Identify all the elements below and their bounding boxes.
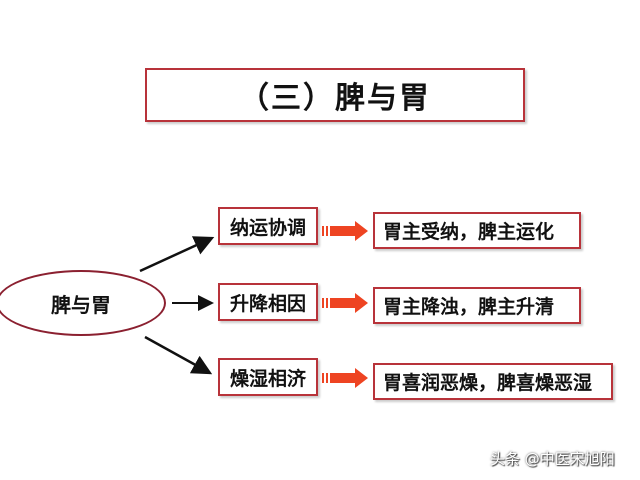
row-2-label: 升降相因 xyxy=(218,283,318,321)
row-3-detail: 胃喜润恶燥，脾喜燥恶湿 xyxy=(373,363,613,400)
row-1-label: 纳运协调 xyxy=(218,207,318,245)
center-ellipse: 脾与胃 xyxy=(0,270,166,336)
title-box: （三）脾与胃 xyxy=(145,68,525,122)
arrow-to-row-3 xyxy=(144,335,213,375)
block-arrow-row-2 xyxy=(322,293,368,313)
block-arrow-row-1 xyxy=(322,221,368,241)
row-2-detail: 胃主降浊，脾主升清 xyxy=(373,287,581,324)
watermark: 头条 @中医宋旭阳 xyxy=(490,450,615,468)
row-1-detail: 胃主受纳，脾主运化 xyxy=(373,212,581,249)
row-3-label: 燥湿相济 xyxy=(218,358,318,396)
arrow-to-row-1 xyxy=(139,236,215,273)
block-arrow-row-3 xyxy=(322,368,368,388)
